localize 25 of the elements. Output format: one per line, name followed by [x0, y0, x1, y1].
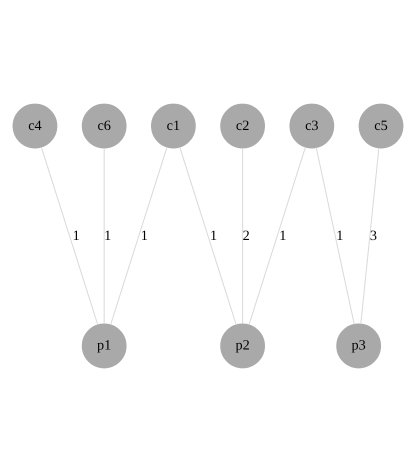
node-circle: p2 [220, 324, 264, 368]
edge-label: 1 [278, 228, 286, 244]
node-circle: c2 [220, 104, 264, 148]
connector [110, 147, 167, 326]
connector [242, 148, 243, 324]
connector [103, 148, 104, 324]
node-circle: p3 [336, 324, 381, 368]
connector [178, 147, 236, 326]
node-circle: c5 [358, 104, 403, 148]
connector [360, 148, 379, 324]
node-circle: c6 [81, 104, 126, 148]
node-circle: c3 [288, 104, 334, 148]
node-circle: c1 [150, 104, 196, 148]
edge-label: 1 [104, 228, 111, 244]
edge-label: 3 [369, 228, 376, 244]
connector [248, 147, 306, 326]
edge-label: 1 [210, 228, 217, 244]
edge-label: 2 [242, 228, 250, 244]
connector [40, 147, 98, 326]
edge-label: 1 [72, 228, 80, 244]
edge-label: 1 [140, 228, 148, 244]
connector [315, 147, 354, 324]
edge-label: 1 [336, 228, 343, 244]
node-circle: c4 [12, 104, 57, 148]
node-circle: p1 [81, 324, 126, 368]
